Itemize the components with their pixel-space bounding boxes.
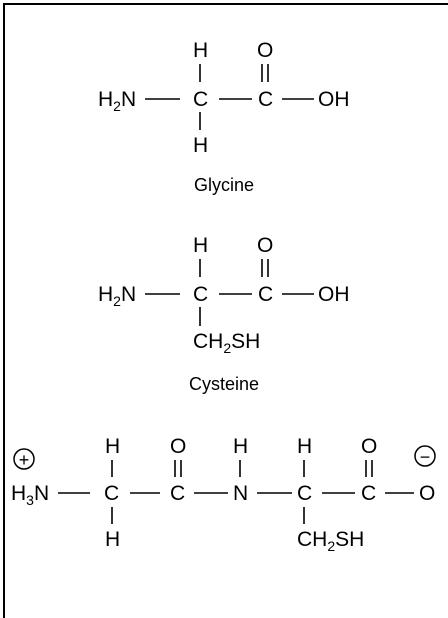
dipeptide-carbon-carbonyl1: C xyxy=(170,482,185,505)
dipeptide-side-chain: CH2SH xyxy=(297,528,364,554)
dipeptide-carbon-alpha1: C xyxy=(104,482,119,505)
positive-charge-icon xyxy=(13,448,35,470)
cysteine-hydroxyl: OH xyxy=(318,283,350,306)
cysteine-carbon-alpha: C xyxy=(193,283,208,306)
glycine-h-bottom: H xyxy=(193,134,208,157)
dipeptide-nitrogen-amide: N xyxy=(233,482,248,505)
glycine-structure: H2N H C H O C OH Glycine xyxy=(98,39,350,195)
dipeptide-structure: + − H3N H C H O C H N H C CH2SH O xyxy=(11,435,436,554)
dipeptide-carbon-carboxyl2: C xyxy=(361,482,376,505)
glycine-amine-group: H2N xyxy=(98,88,136,114)
dipeptide-h-bottom1: H xyxy=(105,528,120,551)
positive-charge-sign: + xyxy=(19,450,30,470)
dipeptide-oxygen-carbonyl1: O xyxy=(170,435,186,458)
glycine-h-top: H xyxy=(193,39,208,62)
cysteine-amine-group: H2N xyxy=(98,283,136,309)
dipeptide-h-top2: H xyxy=(297,435,312,458)
dipeptide-oxygen-carbonyl2: O xyxy=(361,435,377,458)
cysteine-structure: H2N H C CH2SH O C OH Cysteine xyxy=(98,234,350,394)
cysteine-side-chain: CH2SH xyxy=(193,330,260,356)
glycine-oxygen: O xyxy=(257,39,273,62)
dipeptide-h-top1: H xyxy=(105,435,120,458)
dipeptide-oxygen-terminal: O xyxy=(419,482,435,505)
cysteine-h-top: H xyxy=(193,234,208,257)
cysteine-carbon-carboxyl: C xyxy=(258,283,273,306)
dipeptide-carbon-alpha2: C xyxy=(297,482,312,505)
negative-charge-sign: − xyxy=(420,447,431,467)
glycine-hydroxyl: OH xyxy=(318,88,350,111)
glycine-carbon-alpha: C xyxy=(193,88,208,111)
dipeptide-amine-group: H3N xyxy=(11,482,49,508)
figure-border xyxy=(3,3,448,618)
glycine-carbon-carboxyl: C xyxy=(258,88,273,111)
cysteine-name: Cysteine xyxy=(189,374,259,394)
dipeptide-h-amide: H xyxy=(233,435,248,458)
cysteine-oxygen: O xyxy=(257,234,273,257)
negative-charge-icon xyxy=(414,445,436,467)
glycine-name: Glycine xyxy=(194,175,254,195)
